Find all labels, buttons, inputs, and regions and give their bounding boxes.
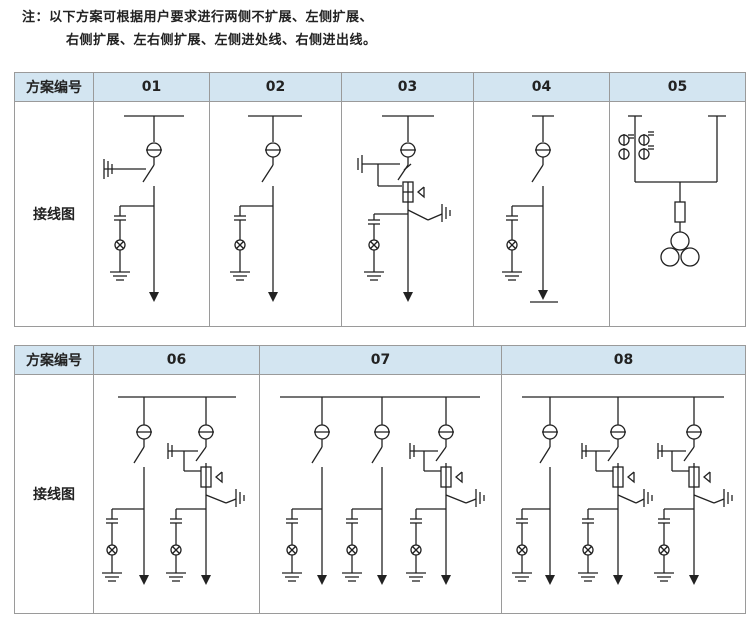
wiring-diagram-07 (280, 396, 485, 585)
scheme-number: 04 (473, 72, 610, 102)
diagram-07 (259, 374, 502, 614)
scheme-number: 01 (93, 72, 210, 102)
wiring-diagram-04 (502, 115, 558, 303)
header-row: 方案编号 01 02 03 04 05 (14, 72, 746, 102)
scheme-number: 02 (209, 72, 342, 102)
diagram-row: 接线图 (14, 101, 746, 327)
note-line-1: 注：以下方案可根据用户要求进行两侧不扩展、左侧扩展、 (22, 10, 374, 25)
scheme-table-1: 方案编号 01 02 03 04 05 接线图 (14, 72, 746, 327)
wiring-diagram-02 (230, 115, 302, 302)
wiring-diagram-01 (103, 115, 184, 302)
note-text: 注：以下方案可根据用户要求进行两侧不扩展、左侧扩展、 右侧扩展、左右侧扩展、左侧… (22, 6, 377, 52)
diagram-02 (209, 101, 342, 327)
diagram-08 (501, 374, 746, 614)
row-label: 接线图 (14, 101, 94, 327)
diagram-row: 接线图 (14, 374, 746, 614)
scheme-number: 08 (501, 345, 746, 375)
diagram-06 (93, 374, 260, 614)
scheme-number: 03 (341, 72, 474, 102)
wiring-diagram-08 (512, 396, 733, 585)
header-label: 方案编号 (14, 345, 94, 375)
header-label: 方案编号 (14, 72, 94, 102)
scheme-table-2: 方案编号 06 07 08 接线图 (14, 345, 746, 614)
diagram-04 (473, 101, 610, 327)
diagram-05 (609, 101, 746, 327)
wiring-diagram-06 (102, 396, 245, 585)
scheme-number: 06 (93, 345, 260, 375)
note-line-2: 右侧扩展、左右侧扩展、左侧进处线、右侧进出线。 (66, 33, 377, 48)
diagram-01 (93, 101, 210, 327)
wiring-diagram-03 (357, 115, 451, 302)
diagram-03 (341, 101, 474, 327)
scheme-number: 07 (259, 345, 502, 375)
scheme-number: 05 (609, 72, 746, 102)
row-label: 接线图 (14, 374, 94, 614)
header-row: 方案编号 06 07 08 (14, 345, 746, 375)
wiring-diagram-05 (618, 115, 726, 267)
